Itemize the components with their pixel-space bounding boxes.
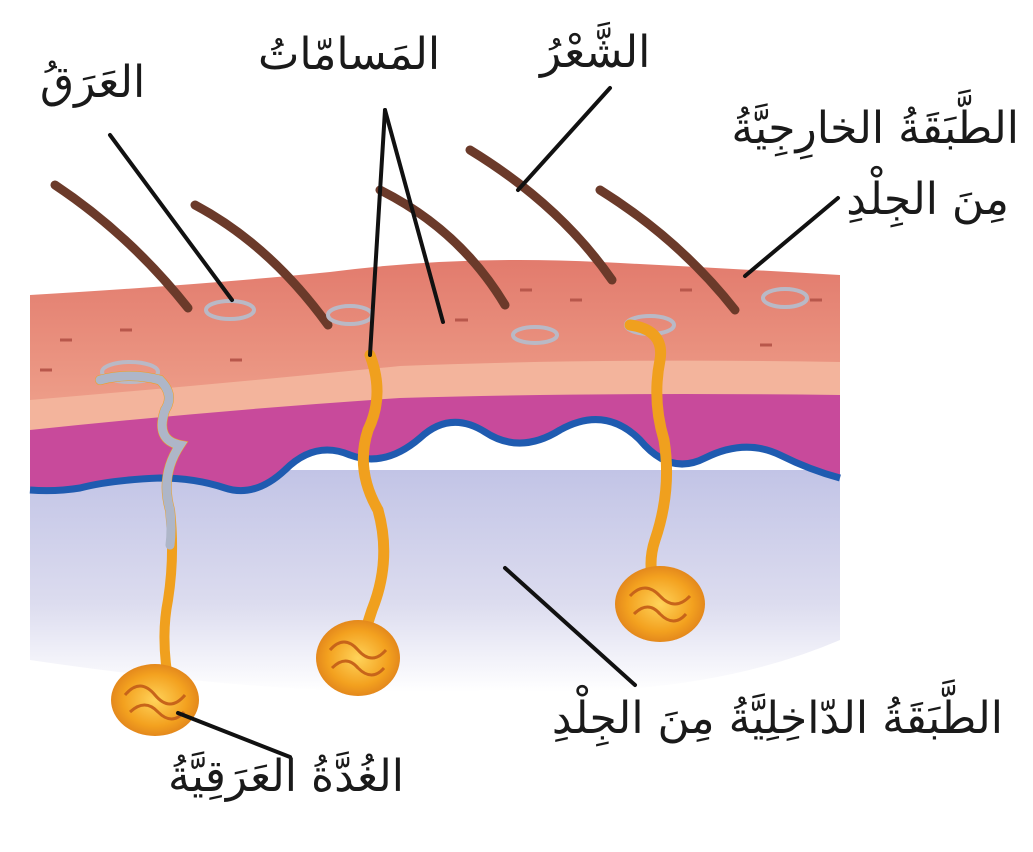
label-dermis: الطَّبَقَةُ الدّاخِلِيَّةُ مِنَ الجِلْدِ <box>552 694 1003 745</box>
label-epidermis-line2: مِنَ الجِلْدِ <box>731 175 1009 226</box>
label-epidermis: الطَّبَقَةُ الخارِجِيَّةُ مِنَ الجِلْدِ <box>731 104 1019 225</box>
label-pores: المَسامّاتُ <box>258 30 440 81</box>
label-hair: الشَّعْرُ <box>540 28 650 79</box>
inner-skin-layer <box>30 470 840 692</box>
label-sweat-gland: الغُدَّةُ العَرَقِيَّةُ <box>168 752 404 803</box>
label-epidermis-line1: الطَّبَقَةُ الخارِجِيَّةُ <box>731 104 1019 155</box>
label-sweat: العَرَقُ <box>40 58 145 109</box>
leader-hair <box>518 88 610 190</box>
